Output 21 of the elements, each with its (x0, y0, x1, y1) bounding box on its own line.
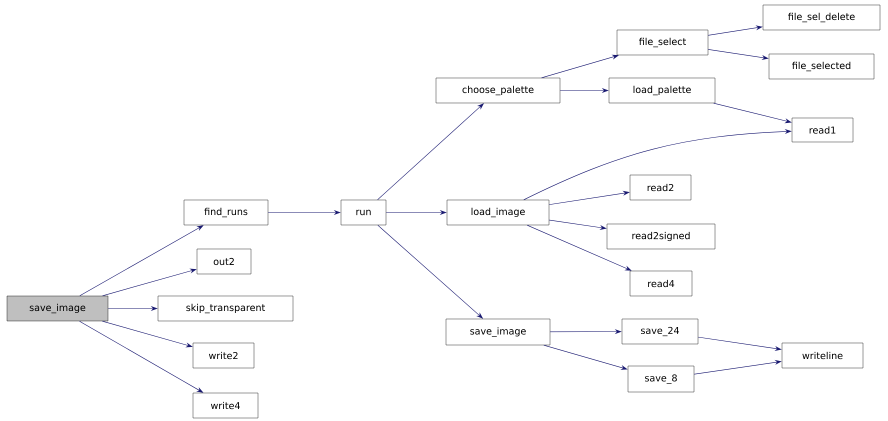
function-box: skip_transparent (158, 296, 294, 322)
function-box: write4 (192, 392, 258, 418)
function-box: find_runs (184, 200, 268, 226)
function-box: read2signed (606, 224, 716, 250)
function-box: load_image (446, 200, 550, 226)
function-box: run (340, 200, 386, 226)
function-box: save_24 (622, 318, 698, 344)
function-box: save_image (446, 318, 550, 346)
function-box: read1 (792, 118, 854, 142)
function-box: save_8 (628, 366, 694, 392)
function-box: read4 (630, 270, 692, 296)
function-box: file_sel_delete (762, 4, 880, 30)
function-box: file_selected (768, 54, 874, 80)
function-box: read2 (630, 174, 692, 200)
function-box: save_image (6, 296, 108, 322)
function-box: writeline (782, 342, 864, 368)
function-box: choose_palette (436, 78, 560, 104)
function-box: load_palette (608, 78, 716, 104)
function-box: out2 (196, 248, 252, 274)
function-box: write2 (192, 342, 254, 368)
function-box: file_select (616, 30, 708, 56)
